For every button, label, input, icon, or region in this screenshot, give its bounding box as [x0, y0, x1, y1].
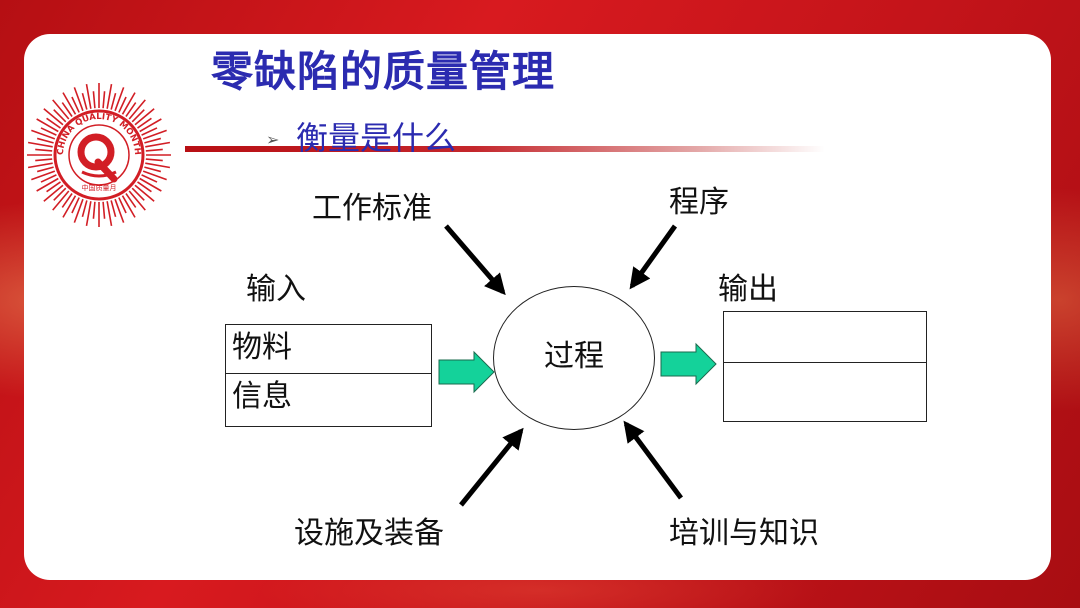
- label-work-standard: 工作标准: [312, 191, 432, 226]
- title-divider: [185, 146, 825, 152]
- slide-subtitle: 衡量是什么: [296, 119, 457, 157]
- output-row-2: [724, 363, 926, 421]
- output-box: [723, 311, 927, 422]
- label-procedure: 程序: [669, 185, 729, 220]
- input-box: 物料 信息: [225, 324, 432, 427]
- label-training: 培训与知识: [669, 516, 819, 551]
- quality-month-logo: CHINA QUALITY MONTH 中国质量月: [27, 83, 171, 227]
- process-label: 过程: [544, 339, 604, 374]
- slide-title: 零缺陷的质量管理: [211, 47, 556, 96]
- output-row-1: [724, 312, 926, 363]
- label-output: 输出: [718, 272, 778, 307]
- logo-bottom-text: 中国质量月: [82, 183, 117, 192]
- label-facilities: 设施及装备: [294, 516, 444, 551]
- process-circle: 过程: [493, 286, 655, 430]
- input-row-information: 信息: [232, 379, 292, 414]
- label-input: 输入: [246, 272, 306, 307]
- input-row-material: 物料: [226, 325, 431, 374]
- bullet-arrow-icon: ➢: [266, 130, 280, 149]
